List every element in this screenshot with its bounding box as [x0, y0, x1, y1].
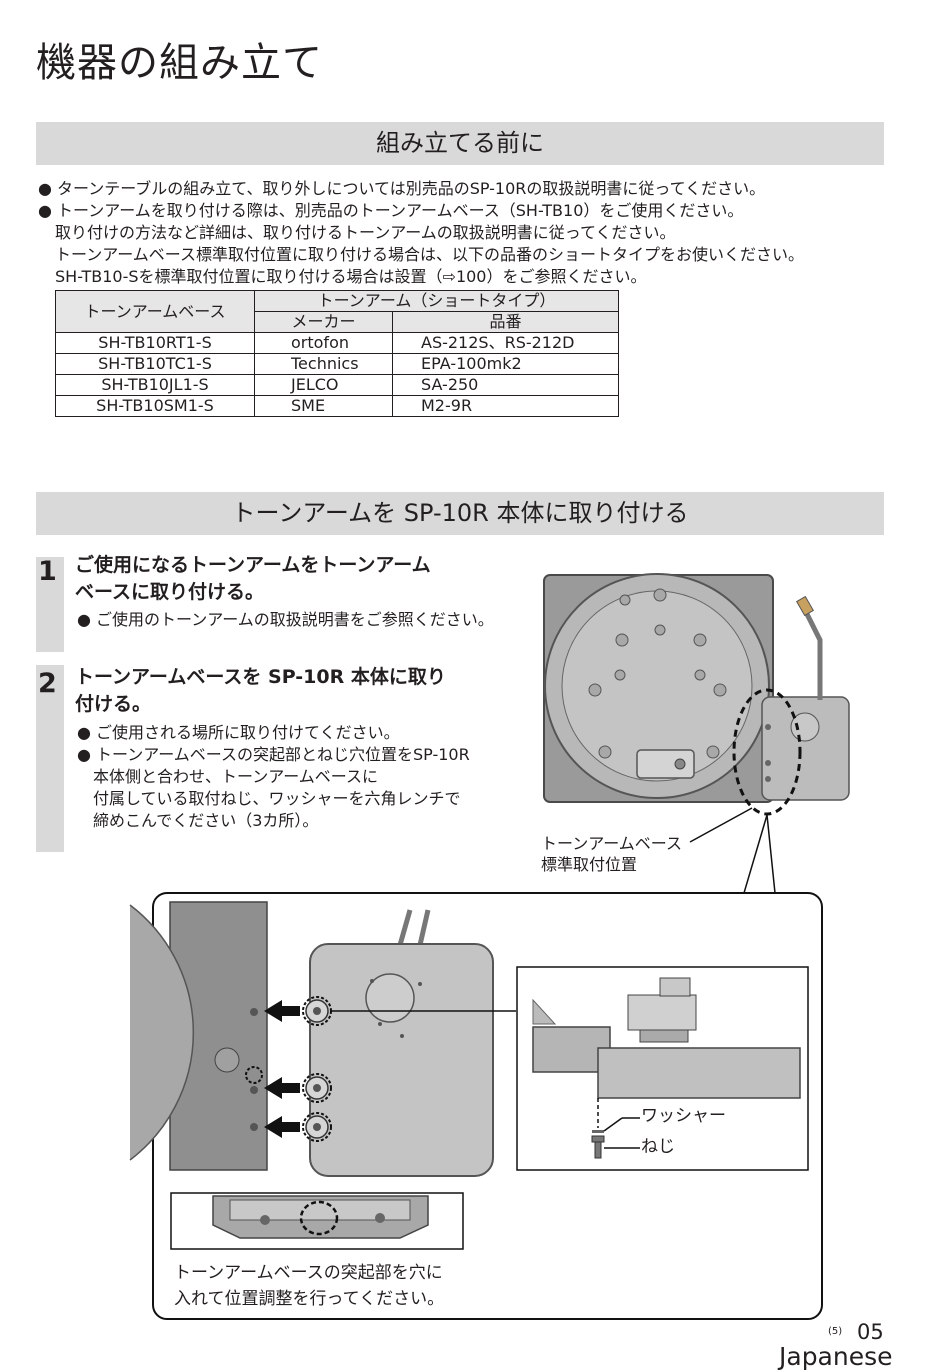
step-1-body: ● ご使用のトーンアームの取扱説明書をご参照ください。 — [77, 609, 494, 631]
header-tonearm-base: トーンアームベース — [55, 290, 255, 333]
tonearm-cable — [802, 608, 823, 700]
plate-small-holes — [370, 979, 422, 1038]
step-bullet: ● トーンアームベースの突起部とねじ穴位置をSP-10R — [77, 745, 470, 764]
washer-shape — [592, 1130, 604, 1133]
step-2-bar — [36, 665, 64, 852]
spindle-knob — [674, 758, 686, 770]
tonearm-pillar — [627, 994, 697, 1031]
tonearm-collar — [639, 1029, 689, 1043]
tonearm-base-plate — [761, 696, 850, 801]
callout-line: トーンアームベース — [541, 834, 682, 853]
platter-bolts — [588, 588, 727, 759]
section-heading-attach-tonearm: トーンアームを SP-10R 本体に取り付ける — [36, 492, 884, 535]
alignment-hole-highlight — [245, 1066, 263, 1084]
step-title-line: 付ける。 — [75, 693, 152, 715]
language-label: Japanese — [779, 1342, 893, 1371]
step-1-title: ご使用になるトーンアームをトーンアーム ベースに取り付ける。 — [75, 552, 431, 606]
chassis-bolt — [214, 1047, 240, 1073]
bullet-item: ● トーンアームを取り付ける際は、別売品のトーンアームベース（SH-TB10）を… — [38, 201, 744, 220]
cell-base: SH-TB10RT1-S — [55, 332, 255, 354]
step-2-number: 2 — [38, 668, 57, 699]
underside-holes — [260, 1213, 385, 1225]
section-heading-before-assembly: 組み立てる前に — [36, 122, 884, 165]
figure-caption: トーンアームベースの突起部を穴に 入れて位置調整を行ってください。 — [174, 1260, 444, 1312]
cell-model: M2-9R — [392, 395, 619, 417]
base-plate-section — [597, 1047, 801, 1099]
cell-base: SH-TB10SM1-S — [55, 395, 255, 417]
header-model: 品番 — [392, 311, 619, 333]
note-line: 取り付けの方法など詳細は、取り付けるトーンアームの取扱説明書に従ってください。 — [55, 223, 676, 242]
step-title-line: ご使用になるトーンアームをトーンアーム — [75, 554, 431, 576]
direction-arrows — [264, 1000, 300, 1138]
bullet-item: ● ターンテーブルの組み立て、取り外しについては別売品のSP-10Rの取扱説明書… — [38, 179, 766, 198]
tonearm-top — [659, 977, 691, 997]
step-1-number: 1 — [38, 556, 57, 587]
cell-model: EPA-100mk2 — [392, 353, 619, 375]
table-row: SH-TB10RT1-S ortofon AS-212S、RS-212D — [55, 332, 619, 354]
plate-underside-rail — [229, 1199, 411, 1221]
base-screws — [765, 724, 771, 782]
caption-line: トーンアームベースの突起部を穴に — [174, 1263, 443, 1283]
zoom-line-right — [766, 814, 776, 894]
step-title-line: トーンアームベースを SP-10R 本体に取り — [75, 666, 446, 688]
step-bullet: ● ご使用される場所に取り付けてください。 — [77, 723, 400, 742]
page-title: 機器の組み立て — [36, 40, 323, 86]
cell-base: SH-TB10JL1-S — [55, 374, 255, 396]
tonearm-mount-hole-detail — [365, 973, 415, 1023]
page-number: 05 — [857, 1320, 884, 1344]
callout-line: 標準取付位置 — [541, 855, 638, 874]
cable-connector — [795, 595, 815, 617]
step-2-body: ● ご使用される場所に取り付けてください。 ● トーンアームベースの突起部とねじ… — [77, 722, 470, 832]
cell-maker: JELCO — [254, 374, 393, 396]
cell-maker: SME — [254, 395, 393, 417]
strobe-window — [636, 749, 695, 779]
protrusion-highlight — [299, 1200, 339, 1236]
screw-head — [591, 1135, 605, 1143]
tonearm-base-plate-detail — [309, 943, 494, 1177]
header-maker: メーカー — [254, 311, 393, 333]
step-bullet: ● ご使用のトーンアームの取扱説明書をご参照ください。 — [77, 610, 494, 629]
step-title-line: ベースに取り付ける。 — [75, 581, 265, 603]
standard-position-highlight — [732, 688, 802, 816]
tonearm-cable-detail — [397, 909, 431, 946]
screw-shaft — [594, 1141, 602, 1159]
washer-label: ワッシャー — [641, 1106, 726, 1126]
washer-leader — [603, 1117, 623, 1132]
precaution-list: ● ターンテーブルの組み立て、取り外しについては別売品のSP-10Rの取扱説明書… — [38, 178, 804, 288]
callout-leader — [689, 807, 753, 843]
note-line: トーンアームベース標準取付位置に取り付ける場合は、以下の品番のショートタイプをお… — [55, 245, 804, 264]
screw-label: ねじ — [641, 1137, 675, 1157]
caption-line: 入れて位置調整を行ってください。 — [174, 1289, 445, 1309]
step-2-title: トーンアームベースを SP-10R 本体に取り 付ける。 — [75, 664, 446, 718]
note-line: SH-TB10-Sを標準取付位置に取り付ける場合は設置（⇨100）をご参照くださ… — [55, 267, 647, 286]
step-bullet-cont: 本体側と合わせ、トーンアームベースに — [93, 767, 378, 786]
chassis-holes — [250, 1008, 258, 1131]
standard-position-label: トーンアームベース 標準取付位置 — [541, 833, 682, 875]
page-number-small: (5) — [828, 1326, 843, 1337]
tonearm-mount-hole — [790, 712, 820, 742]
platter-edge — [129, 904, 195, 1161]
chassis-block — [532, 1026, 611, 1073]
tonearm-compatibility-table: トーンアームベース トーンアーム（ショートタイプ） メーカー 品番 SH-TB1… — [55, 290, 619, 417]
step-1-bar — [36, 557, 64, 652]
screw-points — [302, 996, 332, 1142]
table-row: SH-TB10SM1-S SME M2-9R — [55, 395, 619, 417]
step-bullet-cont: 締めこんでください（3カ所）。 — [93, 811, 319, 830]
chassis-section — [532, 998, 557, 1025]
step-bullet-cont: 付属している取付ねじ、ワッシャーを六角レンチで — [93, 789, 461, 808]
zoom-line-left — [743, 814, 768, 894]
